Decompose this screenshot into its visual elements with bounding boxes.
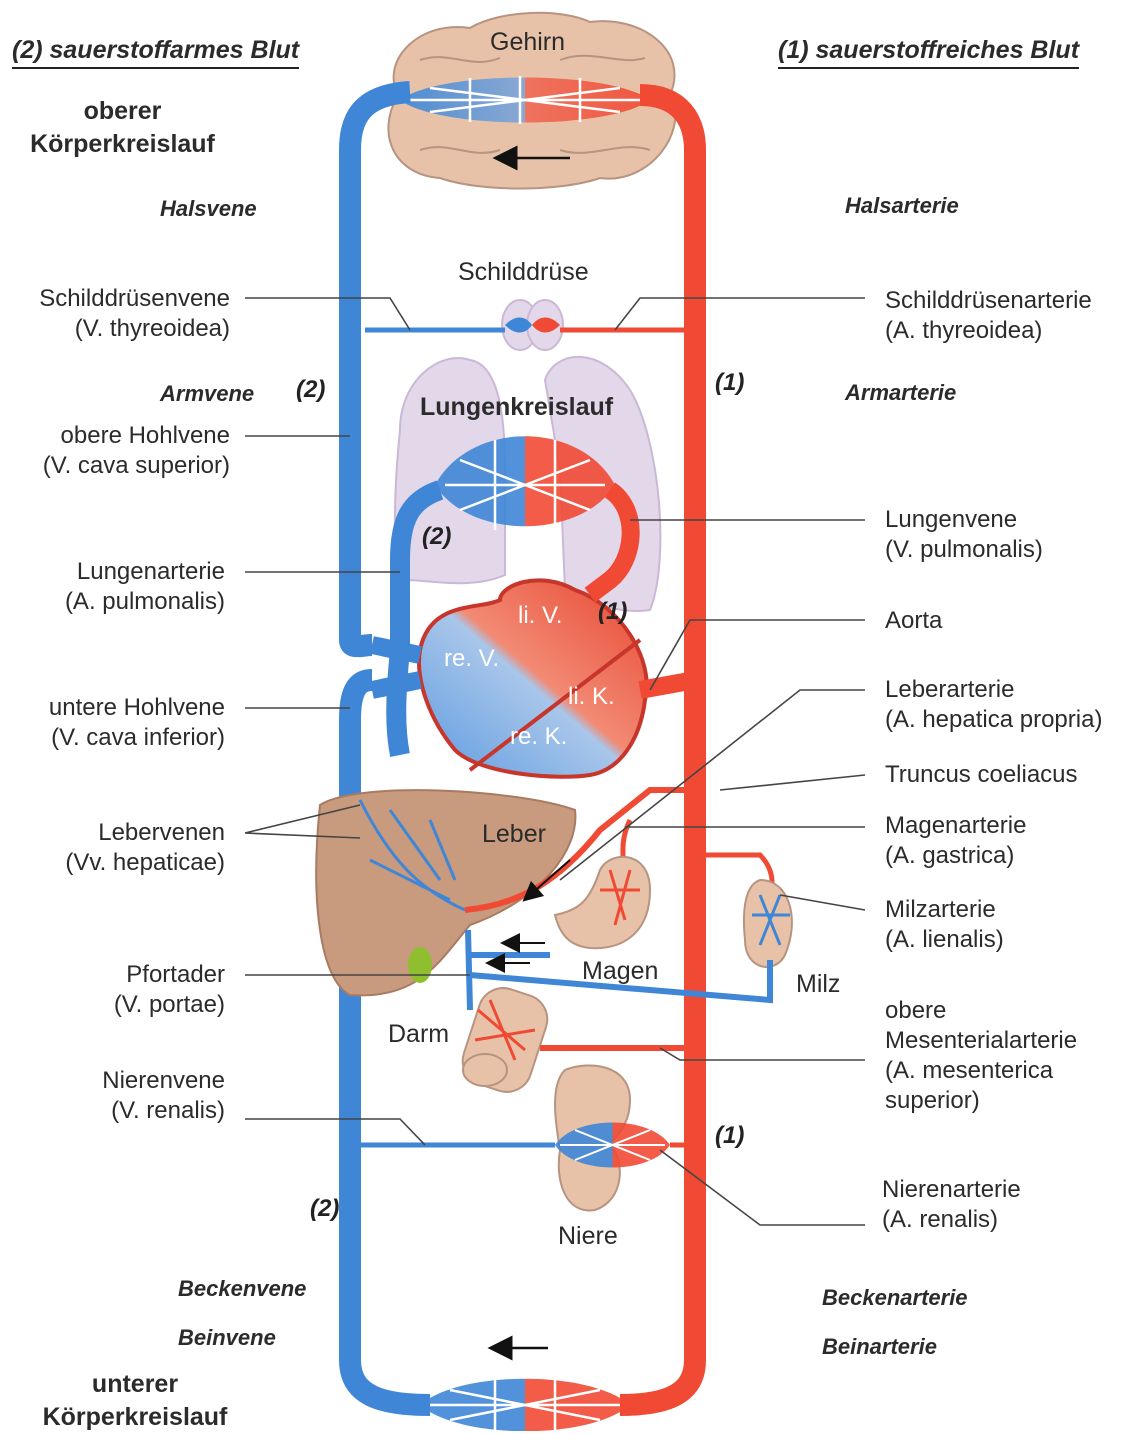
stomach-label: Magen xyxy=(582,957,658,986)
left-ventricle-label: li. V. xyxy=(518,602,562,630)
pelvic-artery-label: Beckenarterie xyxy=(822,1285,968,1311)
neck-vein-label: Halsvene xyxy=(160,196,257,222)
neck-artery-label: Halsarterie xyxy=(845,193,959,219)
kidney-organ xyxy=(555,1065,670,1210)
marker-oxygenated-upper: (1) xyxy=(715,369,744,397)
lower-capillary-network xyxy=(420,1379,630,1431)
leg-vein-label: Beinvene xyxy=(178,1325,276,1351)
marker-deoxygenated-lower: (2) xyxy=(310,1195,339,1223)
legend-deoxygenated: (2) sauerstoffarmes Blut xyxy=(12,36,299,69)
kidney-label: Niere xyxy=(558,1222,618,1251)
splenic-artery-label: Milzarterie(A. lienalis) xyxy=(885,895,1004,955)
right-chamber-label: re. K. xyxy=(510,723,567,751)
pulmonary-circulation-label: Lungenkreislauf xyxy=(420,393,613,422)
hepatic-veins-label: Lebervenen(Vv. hepaticae) xyxy=(5,818,225,878)
legend-oxygenated: (1) sauerstoffreiches Blut xyxy=(778,36,1079,69)
celiac-trunk-label: Truncus coeliacus xyxy=(885,760,1078,790)
renal-vein-label: Nierenvene(V. renalis) xyxy=(5,1066,225,1126)
leg-artery-label: Beinarterie xyxy=(822,1334,937,1360)
pulmonary-artery-label: Lungenarterie(A. pulmonalis) xyxy=(5,557,225,617)
liver-label: Leber xyxy=(482,820,546,849)
inferior-vena-cava-label: untere Hohlvene(V. cava inferior) xyxy=(5,693,225,753)
thyroid-vein-label: Schilddrüsenvene(V. thyreoidea) xyxy=(5,284,230,344)
portal-vein-label: Pfortader(V. portae) xyxy=(5,960,225,1020)
left-chamber-label: li. K. xyxy=(568,683,615,711)
pulmonary-vein-label: Lungenvene(V. pulmonalis) xyxy=(885,505,1043,565)
hepatic-artery-label: Leberarterie(A. hepatica propria) xyxy=(885,675,1102,735)
intestine-label: Darm xyxy=(388,1020,449,1049)
marker-deoxygenated-upper: (2) xyxy=(296,376,325,404)
marker-deoxygenated-pulmonary: (2) xyxy=(422,523,451,551)
stomach-organ xyxy=(555,857,650,948)
thyroid-label: Schilddrüse xyxy=(458,258,589,287)
marker-oxygenated-lower: (1) xyxy=(715,1122,744,1150)
gastric-artery-label: Magenarterie(A. gastrica) xyxy=(885,811,1026,871)
spleen-label: Milz xyxy=(796,970,840,999)
aorta-label: Aorta xyxy=(885,606,942,636)
marker-oxygenated-pulmonary: (1) xyxy=(598,598,627,626)
spleen-organ xyxy=(744,880,792,967)
aorta-vessel xyxy=(640,680,695,690)
arm-vein-label: Armvene xyxy=(160,381,254,407)
arm-artery-label: Armarterie xyxy=(845,380,956,406)
thyroid-artery-label: Schilddrüsenarterie(A. thyreoidea) xyxy=(885,286,1092,346)
superior-vena-cava-label: obere Hohlvene(V. cava superior) xyxy=(5,421,230,481)
right-ventricle-label: re. V. xyxy=(444,645,499,673)
brain-label: Gehirn xyxy=(490,28,565,57)
renal-artery-label: Nierenarterie(A. renalis) xyxy=(882,1175,1021,1235)
arterial-trunk xyxy=(620,95,695,1405)
pelvic-vein-label: Beckenvene xyxy=(178,1276,306,1302)
thyroid-organ xyxy=(502,300,563,350)
